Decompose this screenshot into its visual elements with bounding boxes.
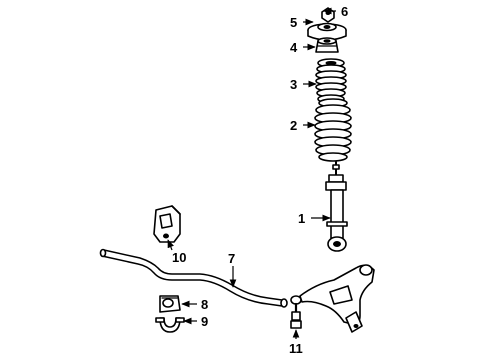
stabilizer-bar-part [99, 248, 288, 308]
callout-10: 10 [172, 250, 186, 265]
bracket-part [153, 205, 181, 243]
lower-control-arm-part [299, 264, 375, 333]
callout-8: 8 [201, 297, 208, 312]
callout-9: 9 [201, 314, 208, 329]
leader-line [167, 239, 174, 251]
callout-6: 6 [341, 4, 348, 19]
bar-bushing-part [159, 295, 181, 313]
shock-absorber-part [325, 161, 348, 252]
coil-spring-part [314, 98, 352, 162]
callout-3: 3 [290, 77, 297, 92]
mount-nut-part [321, 7, 335, 23]
callout-11: 11 [289, 341, 303, 356]
bump-stop-part [315, 37, 339, 53]
bushing-clamp-part [155, 317, 185, 333]
callout-4: 4 [290, 40, 298, 55]
callout-1: 1 [298, 211, 305, 226]
callout-7: 7 [228, 251, 235, 266]
callout-2: 2 [290, 118, 297, 133]
dust-boot-part [315, 58, 347, 104]
callout-5: 5 [290, 15, 297, 30]
stabilizer-link-part [290, 295, 302, 329]
